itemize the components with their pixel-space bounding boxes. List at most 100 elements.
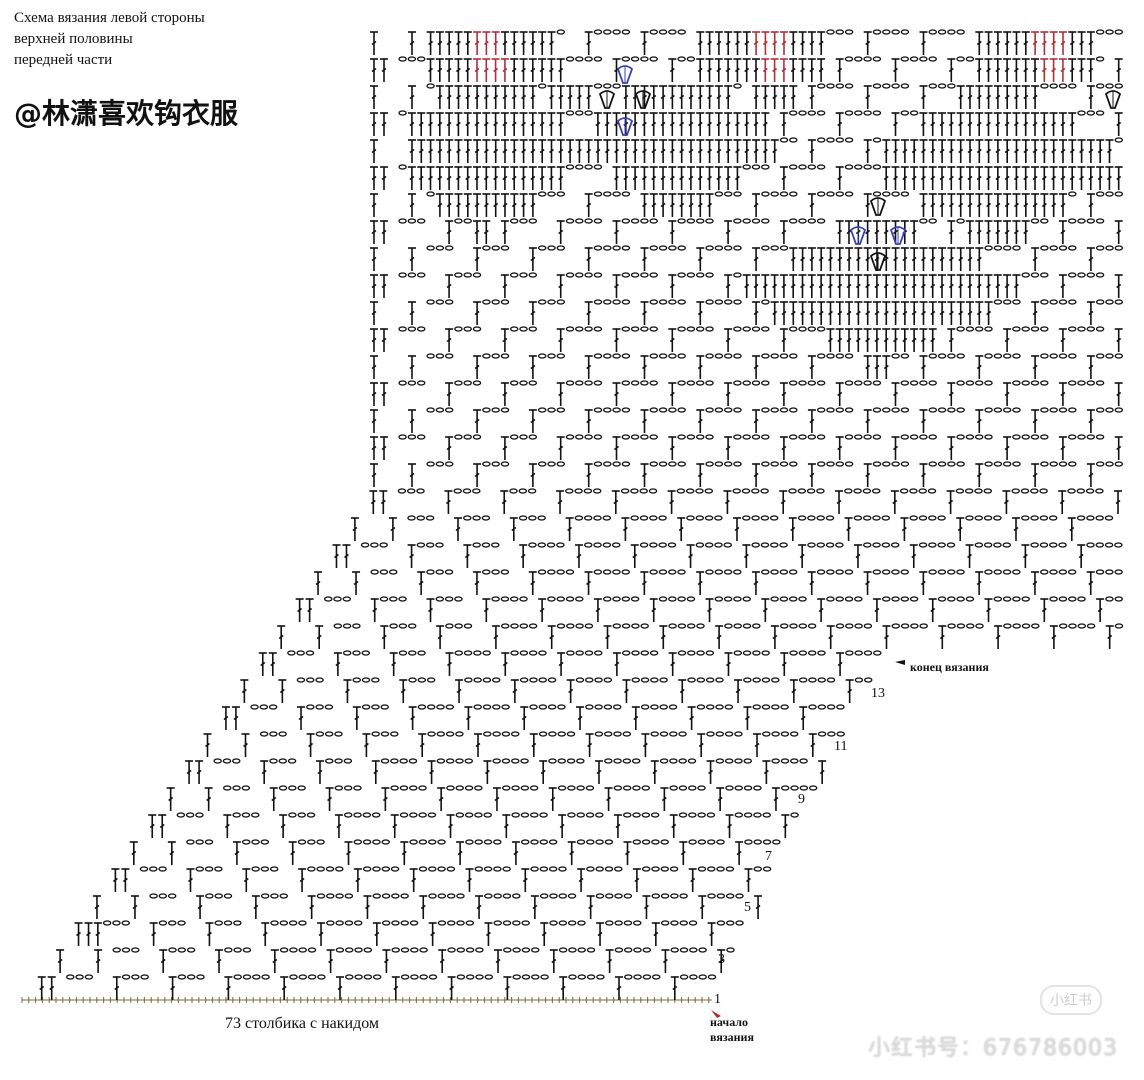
chain-stitch: [714, 353, 724, 359]
chain-stitch: [956, 596, 965, 602]
double-crochet-stitch: [854, 301, 863, 325]
chain-stitch: [593, 164, 603, 170]
chain-stitch: [744, 839, 753, 845]
double-crochet-stitch: [919, 463, 928, 487]
chain-stitch: [946, 542, 956, 548]
chain-stitch: [426, 704, 436, 710]
chain-stitch: [640, 650, 650, 656]
double-crochet-stitch: [660, 787, 669, 811]
double-crochet-stitch: [594, 139, 602, 163]
chain-stitch: [844, 83, 854, 89]
chain-stitch: [688, 920, 698, 926]
double-crochet-stitch: [984, 31, 993, 55]
double-crochet-stitch: [649, 139, 658, 163]
chain-stitch: [632, 839, 642, 845]
double-crochet-stitch: [500, 112, 509, 136]
chain-stitch: [835, 596, 844, 602]
start-label: начало вязания: [710, 1015, 754, 1045]
chain-stitch: [1058, 353, 1068, 359]
chain-stitch: [891, 407, 900, 413]
chain-stitch: [444, 407, 454, 413]
chain-stitch: [102, 920, 112, 926]
double-crochet-stitch: [1049, 139, 1058, 163]
chain-stitch: [527, 488, 537, 494]
chain-stitch: [435, 245, 445, 251]
double-crochet-stitch: [575, 139, 584, 163]
chain-stitch: [593, 299, 603, 305]
double-crochet-stitch: [408, 706, 417, 730]
chain-stitch: [919, 380, 928, 386]
chain-stitch: [565, 434, 575, 440]
chain-stitch: [900, 191, 910, 197]
chain-stitch: [863, 380, 872, 386]
double-crochet-stitch: [297, 706, 306, 730]
chain-stitch: [743, 812, 753, 818]
double-crochet-stitch: [482, 58, 491, 82]
chain-stitch: [621, 569, 630, 575]
chain-stitch: [112, 920, 121, 926]
chain-stitch: [623, 920, 633, 926]
chain-stitch: [993, 515, 1002, 521]
double-crochet-stitch: [900, 328, 909, 352]
chain-stitch: [204, 839, 214, 845]
double-crochet-stitch: [807, 355, 816, 379]
chain-stitch: [705, 407, 714, 413]
chain-stitch: [593, 569, 603, 575]
double-crochet-stitch: [528, 58, 537, 82]
double-crochet-stitch: [910, 139, 919, 163]
double-crochet-stitch: [1059, 139, 1067, 163]
chain-stitch: [556, 569, 565, 575]
chain-stitch: [715, 758, 725, 764]
chain-stitch: [686, 623, 696, 629]
chain-stitch: [503, 947, 512, 953]
chain-stitch: [409, 920, 419, 926]
double-crochet-stitch: [928, 598, 937, 622]
chain-stitch: [566, 758, 576, 764]
chain-stitch: [779, 245, 789, 251]
chain-stitch: [854, 596, 863, 602]
chain-stitch: [863, 434, 872, 440]
chain-stitch: [418, 785, 427, 791]
chain-stitch: [1068, 461, 1077, 467]
chain-stitch: [549, 893, 558, 899]
double-crochet-stitch: [167, 841, 176, 865]
chain-stitch: [612, 299, 621, 305]
double-crochet-stitch: [370, 193, 378, 217]
shell-cluster: [598, 90, 616, 109]
chain-stitch: [947, 353, 956, 359]
chain-stitch: [556, 596, 565, 602]
double-crochet-stitch: [258, 652, 267, 676]
double-crochet-stitch: [965, 544, 974, 568]
double-crochet-stitch: [1021, 85, 1030, 109]
double-crochet-stitch: [761, 112, 770, 136]
double-crochet-stitch: [37, 976, 46, 1000]
double-crochet-stitch: [556, 274, 565, 298]
chain-stitch: [974, 515, 984, 521]
chain-stitch: [723, 245, 733, 251]
double-crochet-stitch: [641, 733, 650, 757]
double-crochet-stitch: [1096, 598, 1105, 622]
chain-stitch: [565, 326, 575, 332]
chain-stitch: [1049, 299, 1058, 305]
double-crochet-stitch: [928, 139, 937, 163]
double-crochet-stitch: [1077, 166, 1086, 190]
chain-stitch: [677, 56, 686, 62]
chain-stitch: [379, 569, 389, 575]
double-crochet-stitch: [919, 409, 928, 433]
double-crochet-stitch: [798, 58, 807, 82]
row-number: 5: [744, 900, 751, 915]
double-crochet-stitch: [686, 544, 695, 568]
double-crochet-stitch: [528, 409, 537, 433]
chain-stitch: [576, 785, 585, 791]
double-crochet-stitch: [584, 355, 593, 379]
double-crochet-stitch: [705, 112, 714, 136]
double-crochet-stitch: [724, 58, 733, 82]
double-crochet-stitch: [1003, 31, 1012, 55]
chain-stitch: [565, 569, 575, 575]
double-crochet-stitch: [547, 112, 556, 136]
chain-stitch: [464, 812, 474, 818]
chain-stitch: [472, 515, 481, 521]
chain-stitch: [640, 677, 650, 683]
chain-stitch: [900, 623, 910, 629]
chain-stitch: [854, 56, 863, 62]
